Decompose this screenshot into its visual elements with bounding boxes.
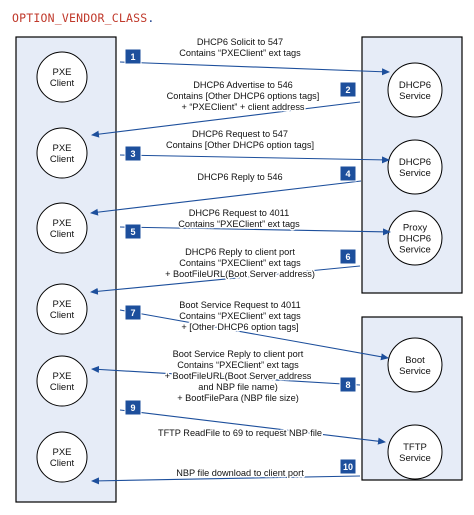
pxe-client-node-label: PXE bbox=[52, 143, 71, 154]
client-lifeline-panel bbox=[15, 36, 117, 503]
step-badge-number: 6 bbox=[345, 252, 350, 262]
dhcp6-service-node bbox=[387, 62, 443, 118]
step-6-text: Contains “PXEClient” ext tags bbox=[179, 258, 301, 268]
pxe-client-node-label: Client bbox=[50, 78, 75, 89]
step-badge-9 bbox=[124, 399, 142, 416]
step-8-text: and NBP file name) bbox=[198, 382, 278, 392]
step-badge-number: 2 bbox=[345, 85, 350, 95]
step-badge-number: 5 bbox=[130, 227, 135, 237]
page-title-text: OPTION_VENDOR_CLASS bbox=[12, 11, 148, 25]
page-title: OPTION_VENDOR_CLASS. bbox=[12, 11, 154, 25]
message-arrow-7 bbox=[119, 309, 389, 361]
step-badge-number: 3 bbox=[130, 149, 135, 159]
step-1-text: DHCP6 Solicit to 547 bbox=[197, 37, 283, 47]
message-arrow-9 bbox=[119, 409, 386, 445]
pxe-client-node-label: PXE bbox=[52, 67, 71, 78]
dhcp6-service-node-label: DHCP6 bbox=[399, 80, 431, 91]
pxe-client-node-label: PXE bbox=[52, 299, 71, 310]
pxe-client-node bbox=[36, 127, 88, 179]
step-badge-number: 1 bbox=[130, 52, 135, 62]
step-badge-number: 10 bbox=[343, 462, 353, 472]
pxe-client-node-label: PXE bbox=[52, 447, 71, 458]
pxe-client-node bbox=[36, 355, 88, 407]
boot-service-node-label: Boot bbox=[405, 355, 425, 366]
step-badge-8 bbox=[339, 376, 357, 393]
step-badge-number: 8 bbox=[345, 380, 350, 390]
message-arrow-6 bbox=[90, 265, 361, 295]
step-badge-6 bbox=[339, 248, 357, 265]
tftp-service-node-label: Service bbox=[399, 453, 431, 464]
pxe-client-node bbox=[36, 51, 88, 103]
pxe-client-node-label: Client bbox=[50, 154, 75, 165]
boot-service-node-label: Service bbox=[399, 366, 431, 377]
step-4-text: DHCP6 Reply to 546 bbox=[197, 172, 282, 182]
pxe-client-node bbox=[36, 431, 88, 483]
step-badge-7 bbox=[124, 304, 142, 321]
step-badge-number: 7 bbox=[130, 308, 135, 318]
tftp-service-node bbox=[387, 424, 443, 480]
step-8-text: Contains “PXEClient” ext tags bbox=[177, 360, 299, 370]
step-badge-number: 4 bbox=[345, 169, 350, 179]
message-arrow-8 bbox=[91, 365, 361, 386]
message-arrow-3 bbox=[119, 154, 390, 164]
step-3-text: DHCP6 Request to 547 bbox=[192, 129, 288, 139]
dhcp6-service-node-label: DHCP6 bbox=[399, 157, 431, 168]
step-badge-5 bbox=[124, 223, 142, 240]
step-1-text: Contains “PXEClient” ext tags bbox=[179, 48, 301, 58]
step-5-text: DHCP6 Request to 4011 bbox=[189, 208, 289, 218]
message-arrow-1 bbox=[119, 61, 390, 76]
step-6-text: DHCP6 Reply to client port bbox=[185, 247, 295, 257]
step-2-text: + “PXEClient” + client address bbox=[181, 102, 304, 112]
step-2-text: Contains [Other DHCP6 options tags] bbox=[167, 91, 320, 101]
pxe-client-node bbox=[36, 202, 88, 254]
pxe-client-node-label: PXE bbox=[52, 218, 71, 229]
step-badge-10 bbox=[339, 458, 357, 475]
tftp-service-node-label: TFTP bbox=[403, 442, 427, 453]
pxe-client-node-label: Client bbox=[50, 229, 75, 240]
step-6-text: + BootFileURL(Boot Server address) bbox=[165, 269, 315, 279]
pxe-client-node bbox=[36, 283, 88, 335]
step-badge-number: 9 bbox=[130, 403, 135, 413]
message-arrow-5 bbox=[119, 226, 391, 236]
step-8-text: + BootFilePara (NBP file size) bbox=[177, 393, 299, 403]
step-8-text: Boot Service Reply to client port bbox=[173, 349, 304, 359]
pxe-client-node-label: Client bbox=[50, 382, 75, 393]
step-7-text: Contains “PXEClient” ext tags bbox=[179, 311, 301, 321]
proxy-dhcp6-service-node bbox=[387, 210, 443, 266]
step-badge-1 bbox=[124, 48, 142, 65]
dhcp6-service-node bbox=[387, 139, 443, 195]
step-3-text: Contains [Other DHCP6 option tags] bbox=[166, 140, 314, 150]
pxe-client-node-label: Client bbox=[50, 310, 75, 321]
step-badge-3 bbox=[124, 145, 142, 162]
boot-service-node bbox=[387, 337, 443, 393]
pxe-client-node-label: PXE bbox=[52, 371, 71, 382]
step-7-text: Boot Service Request to 4011 bbox=[179, 300, 300, 310]
step-5-text: Contains “PXEClient” ext tags bbox=[178, 219, 300, 229]
step-8-text: + BootFileURL(Boot Server address bbox=[165, 371, 312, 381]
dhcp6-service-node-label: Service bbox=[399, 168, 431, 179]
step-badge-2 bbox=[339, 81, 357, 98]
pxe-client-node-label: Client bbox=[50, 458, 75, 469]
step-badge-4 bbox=[339, 165, 357, 182]
page-title-period: . bbox=[147, 11, 155, 25]
proxy-dhcp6-service-node-label: Service bbox=[399, 245, 431, 256]
message-arrow-4 bbox=[90, 180, 362, 216]
step-9-text: TFTP ReadFile to 69 to request NBP file bbox=[158, 428, 322, 438]
step-2-text: DHCP6 Advertise to 546 bbox=[193, 80, 293, 90]
step-7-text: + [Other DHCP6 option tags] bbox=[181, 322, 298, 332]
message-arrow-10 bbox=[91, 475, 361, 485]
step-10-text: NBP file download to client port bbox=[176, 468, 304, 478]
proxy-dhcp6-service-node-label: DHCP6 bbox=[399, 234, 431, 245]
dhcp6-service-node-label: Service bbox=[399, 91, 431, 102]
proxy-dhcp6-service-node-label: Proxy bbox=[403, 223, 428, 234]
message-arrow-2 bbox=[91, 101, 361, 138]
